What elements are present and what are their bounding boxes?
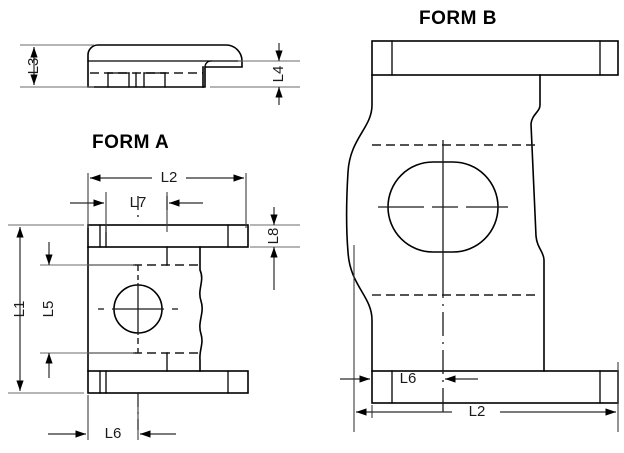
form-a-plan-view: L1 L5 L2 L7: [8, 169, 300, 442]
dimension-label-L8: L8: [265, 228, 282, 245]
dimension-label-L1: L1: [11, 301, 28, 318]
form-b-right-profile: [530, 74, 545, 372]
form-a-side-serration-detail: [107, 72, 166, 88]
dimension-L8: L8: [265, 207, 282, 290]
dimension-label-L4: L4: [270, 66, 287, 83]
dimension-L2-form-a: L2: [90, 169, 244, 186]
dimension-L7: L7: [70, 194, 203, 211]
dimension-label-L7: L7: [130, 194, 147, 211]
dimension-label-L2-form-a: L2: [161, 169, 178, 186]
dimension-label-L6-form-b: L6: [400, 370, 417, 387]
dimension-L1: L1: [11, 227, 28, 391]
dimension-L6-form-b: L6: [340, 370, 478, 387]
form-a-title: FORM A: [92, 132, 169, 153]
form-b-left-profile: [345, 74, 373, 372]
form-a-side-outer-profile: [87, 44, 243, 88]
dimension-L5: L5: [40, 242, 57, 378]
dimension-L4: L4: [270, 43, 287, 105]
dimension-label-L3: L3: [25, 58, 42, 75]
form-b-title: FORM B: [419, 8, 497, 29]
form-a-side-fillet: [204, 60, 212, 68]
dimension-label-L5: L5: [40, 301, 57, 318]
form-a-bottom-flange: [87, 370, 249, 394]
dimension-L6-form-a: L6: [48, 425, 176, 442]
dimension-L2-form-b: L2: [356, 403, 616, 420]
form-a-body-break-line: [199, 246, 203, 372]
form-b-view: L6 L2: [340, 40, 619, 432]
form-b-top-flange: [371, 40, 619, 76]
form-a-side-view: L3 L4: [20, 43, 300, 105]
dimension-L3: L3: [25, 47, 42, 85]
form-a-top-flange: [87, 224, 249, 248]
dimension-label-L2-form-b: L2: [469, 403, 486, 420]
dimension-label-L6-form-a: L6: [105, 425, 122, 442]
